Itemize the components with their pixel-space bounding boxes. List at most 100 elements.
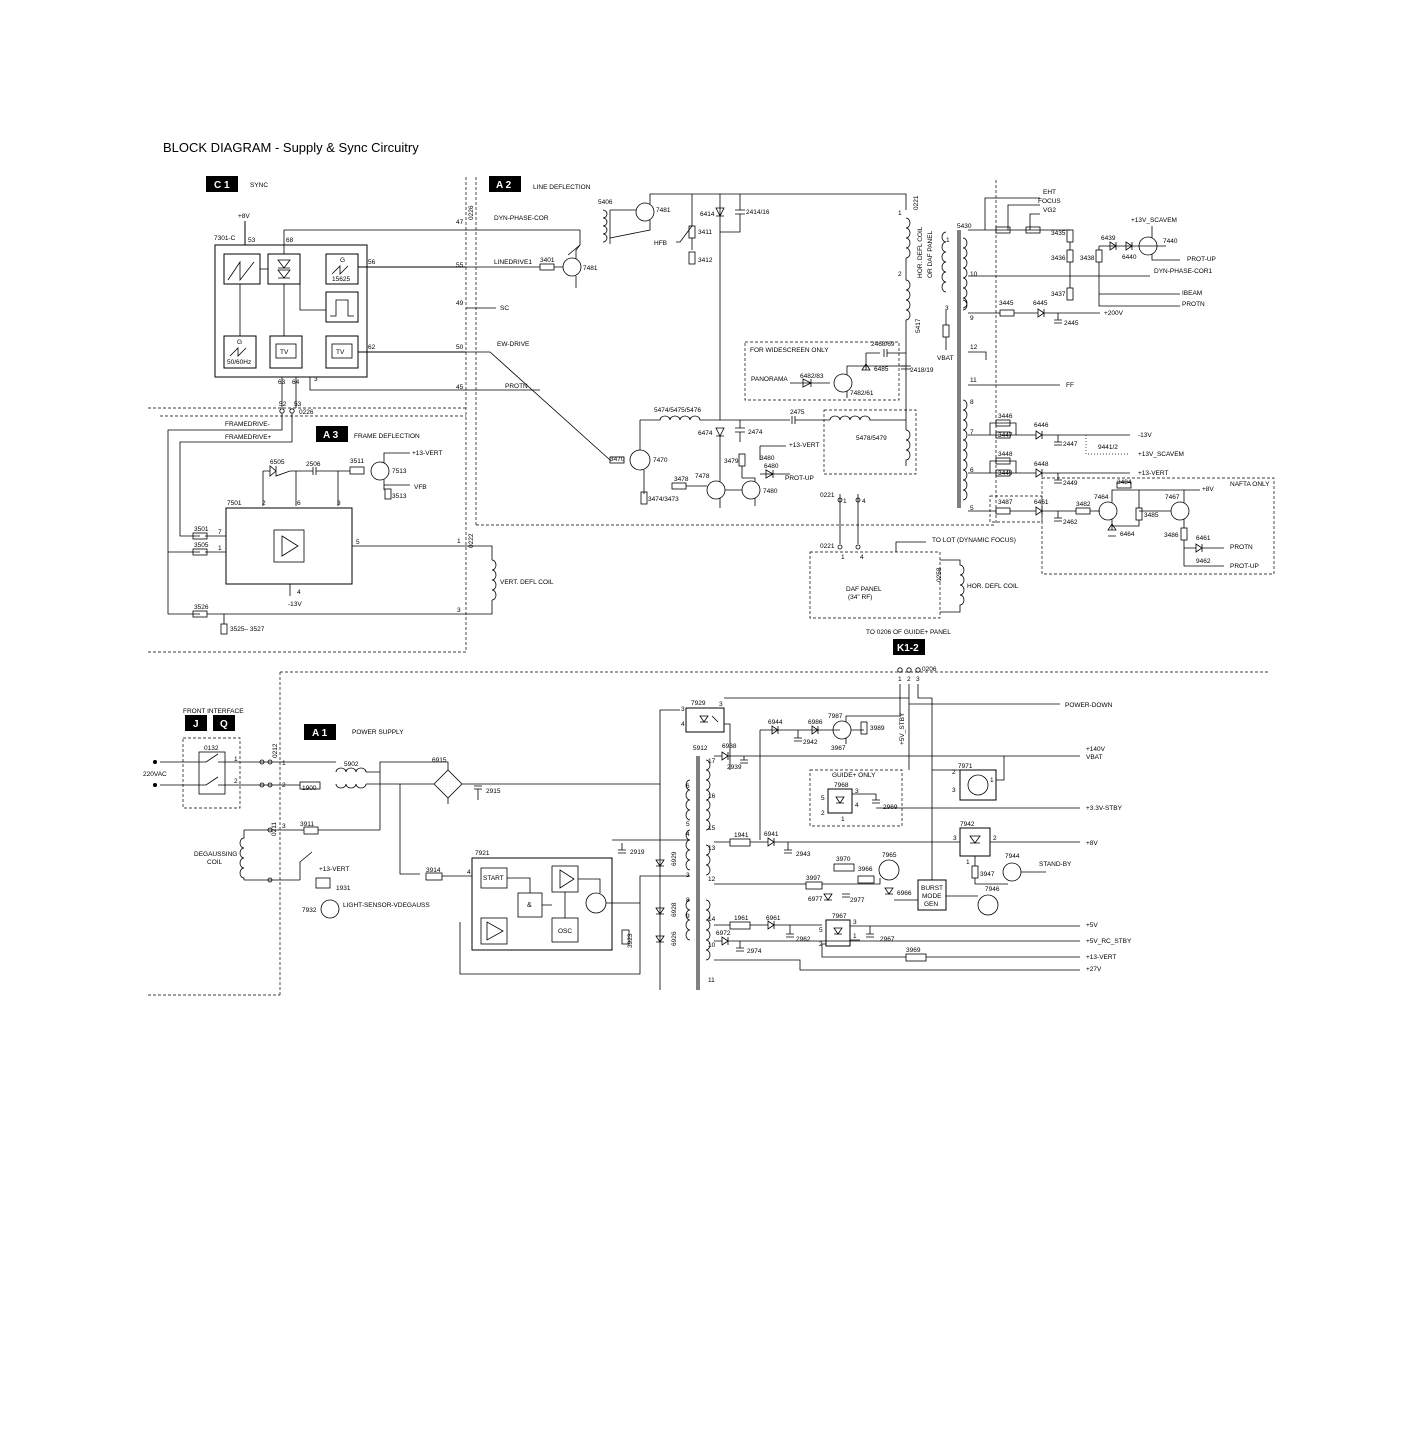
label-sync: SYNC xyxy=(250,182,268,189)
lot-focus: FOCUS xyxy=(1038,198,1061,205)
widescreen-coil-box xyxy=(823,409,917,475)
section-a2: A 2 LINE DEFLECTION xyxy=(489,176,591,192)
svg-text:1: 1 xyxy=(841,816,845,823)
svg-text:2: 2 xyxy=(993,835,997,842)
ps-7921: 7921 xyxy=(475,850,490,857)
tag-a1: A 1 xyxy=(312,728,328,739)
ps-6977: 6977 xyxy=(808,896,823,903)
line-6474: 6474 xyxy=(698,430,713,437)
tag-box-j xyxy=(185,715,207,731)
frame-3526: 3526 xyxy=(194,604,209,611)
line-5417: 5417 xyxy=(915,318,922,333)
line-hcoil: HOR. DEFL COIL xyxy=(917,226,924,278)
line-7470-transistor xyxy=(629,449,651,471)
lot-scavem2: +13V_SCAVEM xyxy=(1138,451,1184,458)
ps-v13: +13-VERT xyxy=(319,866,349,873)
sync-g2: G xyxy=(237,339,242,346)
svg-text:1: 1 xyxy=(853,933,857,940)
ps-7965-transistor xyxy=(878,859,900,881)
lot-3438: 3438 xyxy=(1080,255,1095,262)
lot-7440: 7440 xyxy=(1163,238,1178,245)
frame-ic-box xyxy=(225,507,353,585)
frame-0222: 0222 xyxy=(468,533,475,548)
lot-3482: 3482 xyxy=(1076,501,1091,508)
ps-3923: 3923 xyxy=(627,933,634,948)
lot-3446: 3446 xyxy=(998,413,1013,420)
ps-7987: 7987 xyxy=(828,713,843,720)
ps-v140: +140V xyxy=(1086,746,1106,753)
ps-6928: 6928 xyxy=(671,902,678,917)
ps-pin4a: 4 xyxy=(681,721,685,728)
sync-node50: 50 xyxy=(456,344,464,351)
daf-n4: 4 xyxy=(862,498,866,505)
ps-v5: +5V xyxy=(1086,922,1098,929)
line-3474: 3474/3473 xyxy=(648,496,679,503)
frame-fdminus: FRAMEDRIVE- xyxy=(225,421,270,428)
ps-2974: 2974 xyxy=(747,948,762,955)
sync-dyn: DYN-PHASE-COR xyxy=(494,215,549,222)
sync-pin62: 62 xyxy=(368,344,376,351)
lot-3485: 3485 xyxy=(1144,512,1159,519)
k12-0206: 0206 xyxy=(922,666,937,673)
line-protup: PROT-UP xyxy=(785,475,814,482)
lot-3484: 3484 xyxy=(1117,479,1132,486)
svg-text:3: 3 xyxy=(855,788,859,795)
frame-p4: 4 xyxy=(297,589,301,596)
widescreen-box xyxy=(744,341,900,401)
lot-6461: 6461 xyxy=(1034,499,1049,506)
ps-2967: 2967 xyxy=(880,936,895,943)
daf-n1b: 1 xyxy=(841,554,845,561)
ps-2919: 2919 xyxy=(630,849,645,856)
frame-p1: 1 xyxy=(218,545,222,552)
daf-0221a: 0221 xyxy=(820,492,835,499)
sync-15625: 15625 xyxy=(332,276,350,283)
ps-pin10: 10 xyxy=(708,942,716,949)
ps-pin2c: 3 xyxy=(719,701,723,708)
line-7481b-transistor xyxy=(562,257,582,277)
tag-box-q xyxy=(213,715,235,731)
ps-pin6: 6 xyxy=(686,783,690,790)
svg-text:4: 4 xyxy=(855,802,859,809)
ps-2969: 2969 xyxy=(883,804,898,811)
sync-osc-block xyxy=(325,253,359,285)
lot-2445: 2445 xyxy=(1064,320,1079,327)
frame-3505: 3505 xyxy=(194,542,209,549)
ps-2915: 2915 xyxy=(486,788,501,795)
tag-a2: A 2 xyxy=(496,180,512,191)
ps-7929: 7929 xyxy=(691,700,706,707)
sync-ramp-block xyxy=(223,253,261,285)
sync-tv1: TV xyxy=(280,349,289,356)
line-7481a: 7481 xyxy=(656,207,671,214)
sync-vosc-block xyxy=(223,335,257,369)
svg-text:5: 5 xyxy=(821,795,825,802)
ps-6986: 6986 xyxy=(808,719,823,726)
ps-1931: 1931 xyxy=(336,885,351,892)
ps-v5rc: +5V_RC_STBY xyxy=(1086,938,1132,945)
ps-v27: +27V xyxy=(1086,966,1102,973)
label-guide-panel: TO 0206 OF GUIDE+ PANEL xyxy=(866,629,951,636)
label-frame-deflection: FRAME DEFLECTION xyxy=(354,433,420,440)
sync-node47: 47 xyxy=(456,219,464,226)
front-switch-box xyxy=(182,737,241,809)
line-3480: 3480 xyxy=(760,455,775,462)
line-7478-transistor xyxy=(706,480,726,500)
lot-v8: +8V xyxy=(1202,486,1214,493)
frame-3501: 3501 xyxy=(194,526,209,533)
svg-text:2: 2 xyxy=(821,810,825,817)
sync-tv-block-1 xyxy=(269,335,303,369)
lot-eht: EHT xyxy=(1043,189,1056,196)
lot-p11: 11 xyxy=(970,377,977,384)
line-7481a-transistor xyxy=(635,202,655,222)
front-220vac: 220VAC xyxy=(143,771,167,778)
ps-pin11: 11 xyxy=(708,977,715,984)
daf-0221b: 0221 xyxy=(820,543,835,550)
line-3470: 3470 xyxy=(610,456,625,463)
tag-c1: C 1 xyxy=(214,180,230,191)
ps-7967: 7967 xyxy=(832,913,847,920)
tag-box-a3 xyxy=(316,426,348,442)
sync-diode-block xyxy=(267,253,301,285)
sync-5060: 50/60Hz xyxy=(227,359,251,366)
lot-6461b: 6461 xyxy=(1196,535,1211,542)
line-2468: 2468/69 xyxy=(871,341,895,348)
lot-7467: 7467 xyxy=(1165,494,1180,501)
